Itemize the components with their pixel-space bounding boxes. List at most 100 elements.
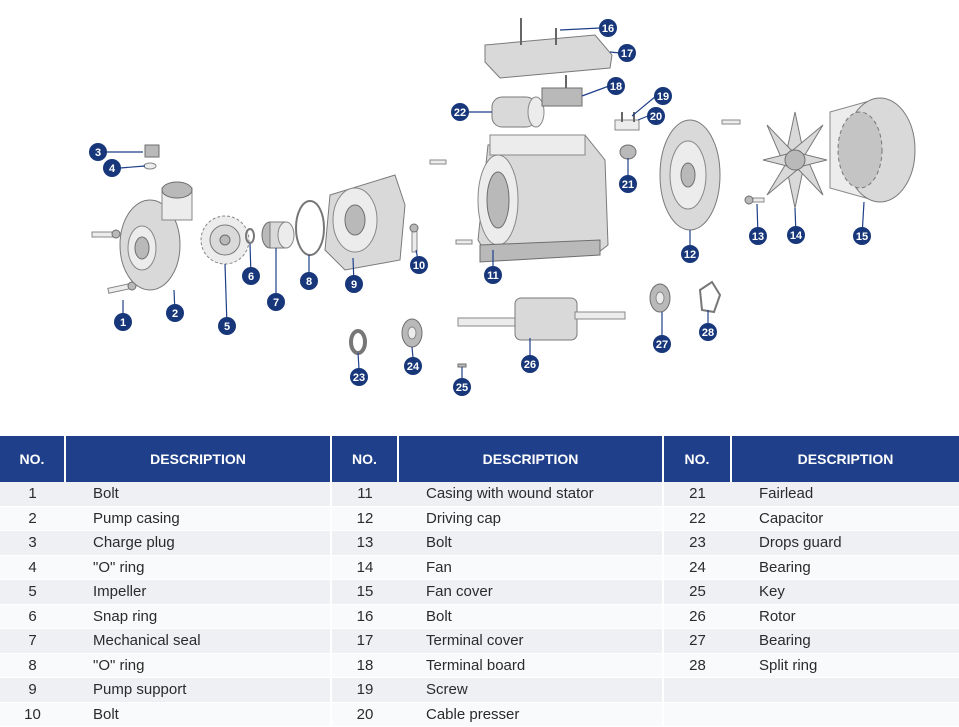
badge-11: 11 — [484, 266, 502, 284]
part-description: Pump support — [65, 677, 332, 703]
badge-28: 28 — [699, 323, 717, 341]
part-description: Bolt — [65, 482, 332, 507]
svg-text:7: 7 — [273, 297, 279, 309]
part-number — [663, 677, 731, 703]
part-key — [457, 363, 467, 368]
part-mechanical-seal — [261, 221, 295, 249]
badge-13: 13 — [749, 227, 767, 245]
badge-27: 27 — [653, 335, 671, 353]
badge-1: 1 — [114, 313, 132, 331]
svg-text:14: 14 — [790, 230, 803, 242]
badge-12: 12 — [681, 245, 699, 263]
badge-9: 9 — [345, 275, 363, 293]
svg-text:27: 27 — [656, 339, 668, 351]
svg-text:1: 1 — [120, 317, 126, 329]
part-description: Casing with wound stator — [398, 482, 664, 507]
svg-text:20: 20 — [650, 111, 662, 123]
part-description: Screw — [398, 677, 664, 703]
part-number: 10 — [0, 702, 65, 727]
badge-17: 17 — [618, 44, 636, 62]
part-terminal-cover — [484, 18, 613, 79]
svg-text:28: 28 — [702, 327, 714, 339]
part-impeller — [200, 215, 250, 265]
svg-text:2: 2 — [172, 308, 178, 320]
part-description: "O" ring — [65, 555, 332, 580]
badge-3: 3 — [89, 143, 107, 161]
badge-7: 7 — [267, 293, 285, 311]
header-description-3: DESCRIPTION — [731, 436, 959, 482]
part-fairlead — [619, 144, 637, 160]
part-number: 25 — [663, 579, 731, 605]
part-number: 4 — [0, 555, 65, 580]
badge-16: 16 — [599, 19, 617, 37]
part-number: 18 — [331, 653, 398, 678]
badge-15: 15 — [853, 227, 871, 245]
svg-text:26: 26 — [524, 359, 536, 371]
part-description: Bearing — [731, 628, 959, 654]
part-bolt-13 — [744, 195, 765, 205]
part-drops-guard — [349, 329, 367, 355]
part-number: 6 — [0, 604, 65, 629]
part-casing-stator — [477, 134, 609, 263]
svg-text:17: 17 — [621, 48, 633, 60]
svg-text:24: 24 — [407, 361, 420, 373]
part-bolt-1 — [107, 281, 137, 294]
part-fan — [762, 111, 828, 209]
part-description: Pump casing — [65, 506, 332, 531]
part-number: 2 — [0, 506, 65, 531]
part-bolt-10 — [409, 223, 419, 253]
part-description: Mechanical seal — [65, 628, 332, 654]
table-row: 5 Impeller 15 Fan cover 25 Key — [0, 579, 959, 605]
svg-text:18: 18 — [610, 81, 622, 93]
part-charge-plug — [143, 144, 160, 170]
table-row: 6 Snap ring 16 Bolt 26 Rotor — [0, 604, 959, 629]
table-header-row: NO. DESCRIPTION NO. DESCRIPTION NO. DESC… — [0, 436, 959, 482]
part-pump-support — [324, 174, 406, 271]
part-pump-casing — [119, 181, 193, 291]
part-description: Fan cover — [398, 579, 664, 605]
part-number: 1 — [0, 482, 65, 507]
svg-text:5: 5 — [224, 321, 230, 333]
part-number: 3 — [0, 530, 65, 556]
part-description: Charge plug — [65, 530, 332, 556]
part-number: 8 — [0, 653, 65, 678]
svg-text:9: 9 — [351, 279, 357, 291]
header-description-2: DESCRIPTION — [398, 436, 664, 482]
part-terminal-board — [541, 75, 583, 107]
svg-text:19: 19 — [657, 91, 669, 103]
leader-lines — [106, 27, 865, 379]
part-driving-cap — [659, 119, 721, 231]
part-description — [731, 702, 959, 727]
badge-2: 2 — [166, 304, 184, 322]
table-row: 8 "O" ring 18 Terminal board 28 Split ri… — [0, 653, 959, 678]
badge-10: 10 — [410, 256, 428, 274]
badge-21: 21 — [619, 175, 637, 193]
svg-text:12: 12 — [684, 249, 696, 261]
part-description: Terminal board — [398, 653, 664, 678]
svg-text:23: 23 — [353, 372, 365, 384]
part-description — [731, 677, 959, 703]
badge-8: 8 — [300, 272, 318, 290]
part-bolt-right-top — [721, 119, 741, 125]
svg-text:6: 6 — [248, 271, 254, 283]
part-description: Snap ring — [65, 604, 332, 629]
part-number: 22 — [663, 506, 731, 531]
part-number: 13 — [331, 530, 398, 556]
part-description: Impeller — [65, 579, 332, 605]
part-o-ring-8 — [295, 200, 325, 256]
header-no-3: NO. — [663, 436, 732, 482]
badge-18: 18 — [607, 77, 625, 95]
part-bearing-24 — [401, 318, 423, 348]
badge-24: 24 — [404, 357, 422, 375]
part-number: 27 — [663, 628, 731, 654]
svg-text:16: 16 — [602, 23, 614, 35]
part-bearing-27 — [649, 283, 671, 313]
table-row: 1 Bolt 11 Casing with wound stator 21 Fa… — [0, 482, 959, 507]
svg-text:13: 13 — [752, 231, 764, 243]
part-description: Bearing — [731, 555, 959, 580]
part-description: Fairlead — [731, 482, 959, 507]
badge-22: 22 — [451, 103, 469, 121]
table-row: 3 Charge plug 13 Bolt 23 Drops guard — [0, 530, 959, 556]
part-description: Fan — [398, 555, 664, 580]
table-row: 2 Pump casing 12 Driving cap 22 Capacito… — [0, 506, 959, 531]
